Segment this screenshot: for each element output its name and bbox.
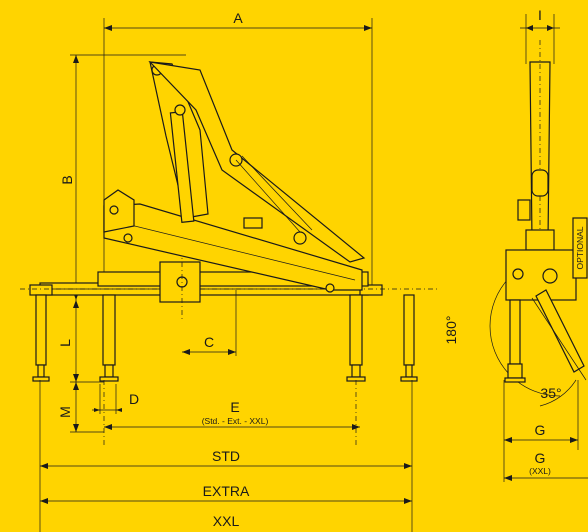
lift-cylinder xyxy=(149,61,209,223)
dimension-g-label: G xyxy=(535,422,546,438)
dimension-std-label: STD xyxy=(212,448,240,464)
dimension-d: D xyxy=(92,384,139,414)
dimension-g-xxl-label: G xyxy=(535,450,546,466)
dimension-g-xxl-note: (XXL) xyxy=(529,466,551,476)
side-boom xyxy=(517,40,555,260)
dimension-i: I xyxy=(520,7,560,64)
stabilizer-leg-right-inner xyxy=(346,294,366,382)
dimension-xxl: XXL xyxy=(213,513,240,529)
dimension-g-xxl: G (XXL) xyxy=(504,450,588,481)
dimension-b-label: B xyxy=(59,175,75,184)
stabilizer-leg-right-outer xyxy=(400,294,418,382)
dimension-e-label: E xyxy=(230,399,239,415)
dimension-c: C xyxy=(182,290,237,356)
dimension-e-note: (Std. - Ext. - XXL) xyxy=(202,416,269,426)
rotation-angle-label: 180° xyxy=(443,316,459,345)
dimension-l-m: L M xyxy=(57,300,104,433)
side-base xyxy=(504,249,577,383)
dimension-l-label: L xyxy=(57,339,73,347)
dimension-g: G xyxy=(503,380,579,482)
dimension-extra-label: EXTRA xyxy=(203,483,250,499)
dimension-a: A xyxy=(103,10,373,290)
dimension-i-label: I xyxy=(538,7,542,23)
dimension-a-label: A xyxy=(233,10,243,26)
dimension-m-label: M xyxy=(57,406,73,418)
knuckle-arm xyxy=(148,61,366,263)
stabilizer-leg-left-outer xyxy=(32,294,50,382)
optional-tilt-leg xyxy=(531,289,587,407)
dimension-c-label: C xyxy=(204,334,214,350)
dimension-xxl-label: XXL xyxy=(213,513,240,529)
main-boom xyxy=(103,189,363,293)
dimension-e: E (Std. - Ext. - XXL) xyxy=(103,380,360,448)
dimension-std: STD xyxy=(39,380,413,532)
optional-tag-label: OPTIONAL xyxy=(575,226,585,269)
optional-tag: OPTIONAL xyxy=(572,217,588,279)
stabilizer-leg-left-inner xyxy=(99,294,119,382)
dimension-b: B xyxy=(59,54,186,300)
dimension-d-label: D xyxy=(129,391,139,407)
tilt-angle-label: 35° xyxy=(540,385,561,401)
dimension-extra: EXTRA xyxy=(40,483,412,504)
